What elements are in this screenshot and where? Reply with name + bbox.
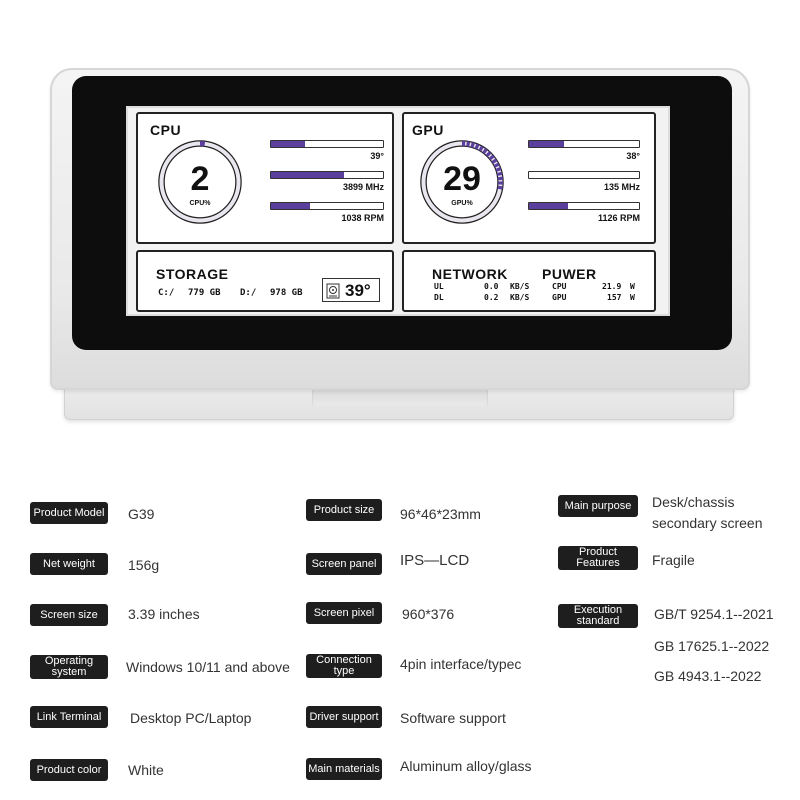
gpu-fan-fill [529,203,568,209]
storage-temp: 39° [345,281,371,300]
network-dl-label: DL [434,293,444,302]
cpu-usage-value: 2 [190,160,210,198]
gpu-usage-unit: GPU% [451,200,473,207]
spec-label-product-features: Product Features [558,546,638,570]
power-gpu-unit: W [630,293,635,302]
gpu-gauge-arc [421,141,503,223]
spec-label-connection-type: Connection type [306,654,382,678]
cpu-fan-fill [271,203,311,209]
device-screen: CPU 2 CPU% 39° 3899 MHz [126,106,670,316]
stand-slot [312,386,488,406]
power-gpu-label: GPU [552,293,567,302]
spec-value-driver-support: Software support [400,710,506,726]
spec-label-screen-size: Screen size [30,604,108,626]
cpu-gauge-ring [158,140,242,224]
spec-value-product-features: Fragile [652,552,695,568]
gpu-gauge: 29 GPU% [418,138,506,226]
spec-value-connection-type: 4pin interface/typec [400,656,522,672]
storage-temp-box: 39° [322,278,380,302]
spec-label-net-weight: Net weight [30,553,108,575]
storage-d-value: 978 GB [270,288,303,298]
spec-value-standard-line2: GB 17625.1--2022 [654,638,770,654]
spec-label-screen-panel: Screen panel [306,553,382,575]
network-dl-unit: KB/S [510,293,530,302]
network-ul-label: UL [434,282,444,291]
cpu-panel: CPU 2 CPU% 39° 3899 MHz [136,112,394,244]
gpu-gauge-ring [420,140,504,224]
cpu-clock-bar [270,171,384,179]
storage-c-label: C:/ [158,288,175,298]
gpu-temp-bar [528,140,640,148]
spec-label-screen-pixel: Screen pixel [306,602,382,624]
power-title: PUWER [542,266,597,282]
storage-title: STORAGE [156,266,229,282]
cpu-fan-bar [270,202,384,210]
gpu-fan-bar [528,202,640,210]
cpu-gauge-arc [159,141,241,223]
power-gpu-value: 157 [607,293,622,302]
spec-label-main-purpose: Main purpose [558,495,638,517]
network-title: NETWORK [432,266,508,282]
gpu-usage-value: 29 [443,160,481,198]
spec-label-operating-system: Operating system [30,655,108,679]
storage-panel: STORAGE C:/ 779 GB D:/ 978 GB 39° [136,250,394,312]
storage-c-value: 779 GB [188,288,221,298]
spec-value-main-purpose-line1: Desk/chassis [652,494,735,510]
spec-value-link-terminal: Desktop PC/Laptop [130,710,252,726]
gpu-title: GPU [412,122,444,138]
gpu-temp-fill [529,141,565,147]
network-dl-value: 0.2 [484,293,499,302]
power-cpu-value: 21.9 [602,282,622,291]
spec-value-screen-size: 3.39 inches [128,606,200,622]
cpu-usage-unit: CPU% [189,200,211,207]
cpu-clock-label: 3899 MHz [342,182,384,192]
spec-value-product-model: G39 [128,506,155,522]
spec-value-product-size: 96*46*23mm [400,506,481,522]
cpu-temp-label: 39° [370,151,384,161]
spec-value-net-weight: 156g [128,557,160,573]
network-ul-unit: KB/S [510,282,530,291]
storage-d-label: D:/ [240,288,257,298]
spec-label-execution-standard: Execution standard [558,604,638,628]
gpu-clock-label: 135 MHz [603,182,640,192]
cpu-title: CPU [150,122,182,138]
cpu-fan-label: 1038 RPM [341,213,384,223]
gpu-panel: GPU 29 GPU% 38° 135 MHz [402,112,656,244]
gpu-clock-bar [528,171,640,179]
cpu-temp-bar [270,140,384,148]
power-cpu-label: CPU [552,282,567,291]
gpu-fan-label: 1126 RPM [597,213,640,223]
cpu-gauge: 2 CPU% [156,138,244,226]
spec-label-main-materials: Main materials [306,758,382,780]
spec-label-product-color: Product color [30,759,108,781]
cpu-temp-fill [271,141,305,147]
spec-label-link-terminal: Link Terminal [30,706,108,728]
spec-value-main-purpose-line2: secondary screen [652,515,763,531]
spec-value-standard-line3: GB 4943.1--2022 [654,668,762,684]
spec-label-product-size: Product size [306,499,382,521]
spec-value-screen-pixel: 960*376 [402,606,455,622]
spec-value-operating-system: Windows 10/11 and above [126,659,290,675]
spec-value-screen-panel: IPS—LCD [400,552,470,569]
spec-value-product-color: White [128,762,164,778]
power-cpu-unit: W [630,282,635,291]
spec-value-standard-line1: GB/T 9254.1--2021 [654,606,774,622]
spec-label-product-model: Product Model [30,502,108,524]
disk-icon [326,283,340,299]
network-ul-value: 0.0 [484,282,499,291]
spec-value-main-materials: Aluminum alloy/glass [400,758,532,774]
network-power-panel: NETWORK PUWER UL 0.0 KB/S DL 0.2 KB/S CP… [402,250,656,312]
gpu-temp-label: 38° [626,151,640,161]
cpu-clock-fill [271,172,344,178]
spec-label-driver-support: Driver support [306,706,382,728]
